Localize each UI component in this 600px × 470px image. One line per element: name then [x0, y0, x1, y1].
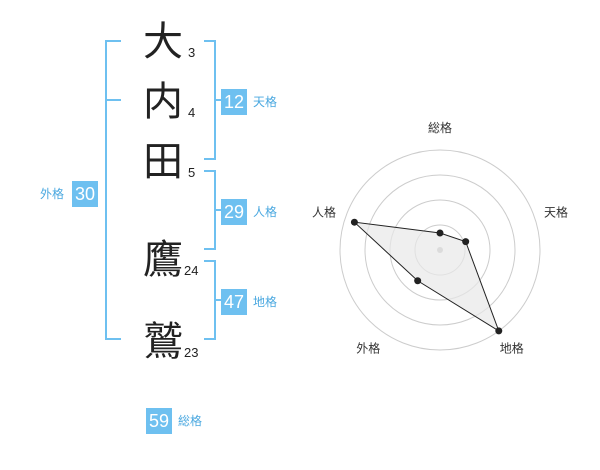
tenkaku-badge: 12: [221, 89, 247, 115]
jinkaku-label: 人格: [253, 205, 278, 219]
radar-ring-4: [339, 149, 541, 351]
radar-point-3: [414, 277, 422, 285]
radar-shape: [352, 221, 500, 333]
jinkaku-bracket: [204, 170, 216, 250]
radar-axis-label-1: 天格: [544, 204, 568, 219]
tenkaku-label: 天格: [253, 95, 278, 109]
stroke-count-3: 5: [188, 165, 196, 180]
chikaku-label: 地格: [253, 295, 278, 309]
tenkaku-bracket-tick: [216, 99, 222, 101]
radar-point-4: [350, 218, 358, 226]
stroke-count-1: 3: [188, 45, 196, 60]
gaikaku-badge: 30: [72, 181, 98, 207]
name-char-5: 鷲: [143, 319, 183, 365]
radar-ring-3: [364, 174, 516, 326]
gaikaku-label: 外格: [40, 187, 65, 201]
stroke-count-5: 23: [184, 345, 199, 360]
radar-axis-label-4: 人格: [312, 204, 336, 219]
radar-axis-label-3: 外格: [356, 341, 380, 356]
chikaku-bracket-tick: [216, 299, 222, 301]
chikaku-bracket: [204, 260, 216, 340]
gaikaku-bracket-tick: [105, 99, 121, 101]
radar-axis-label-0: 総格: [428, 120, 452, 135]
name-char-2: 内: [143, 79, 183, 125]
name-char-4: 鷹: [143, 237, 183, 283]
jinkaku-badge: 29: [221, 199, 247, 225]
soukaku-badge: 59: [146, 408, 172, 434]
chikaku-badge: 47: [221, 289, 247, 315]
gaikaku-bracket: [105, 40, 121, 340]
jinkaku-bracket-tick: [216, 209, 222, 211]
radar-axis-label-2: 地格: [500, 341, 524, 356]
radar-point-0: [436, 229, 444, 237]
radar-point-2: [495, 327, 503, 335]
stroke-count-4: 24: [184, 263, 199, 278]
tenkaku-bracket: [204, 40, 216, 160]
name-char-1: 大: [143, 19, 183, 65]
name-char-3: 田: [143, 139, 183, 185]
soukaku-label: 総格: [178, 414, 203, 428]
stroke-count-2: 4: [188, 105, 196, 120]
radar-point-1: [462, 238, 470, 246]
